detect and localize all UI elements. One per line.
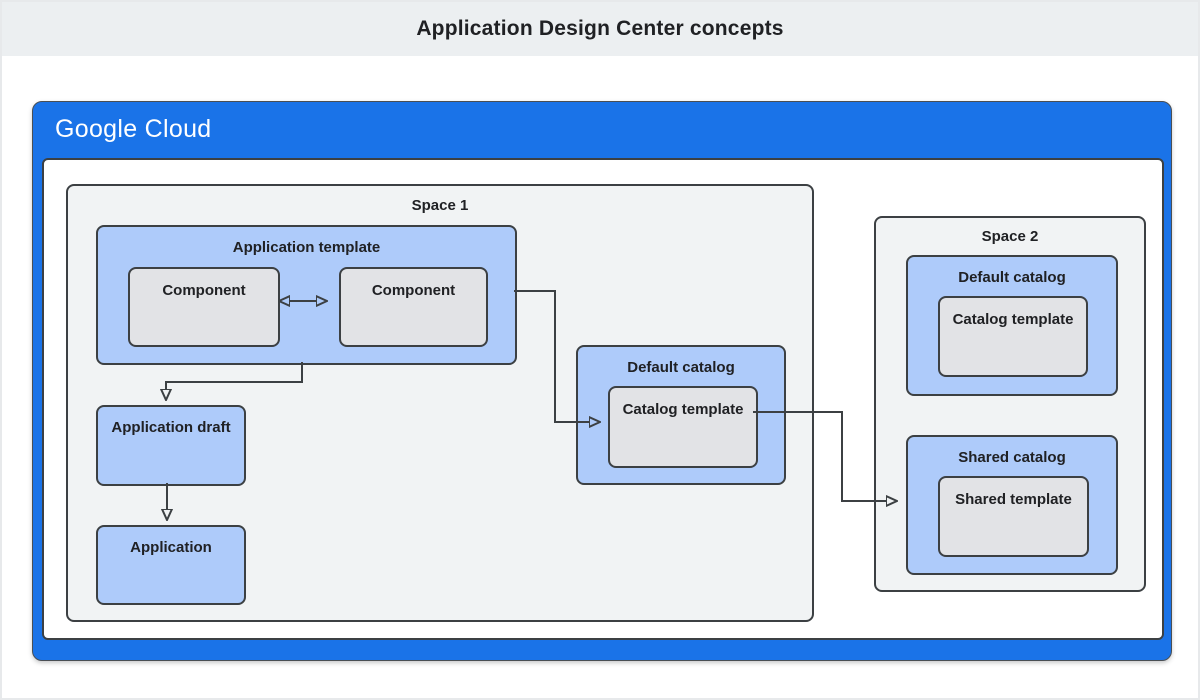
application-box: Application — [96, 525, 246, 605]
component-right-box: Component — [339, 267, 488, 347]
space1-catalog-template-box: Catalog template — [608, 386, 758, 468]
space2-catalog-template-label: Catalog template — [952, 311, 1074, 328]
shared-catalog-box: Shared catalog Shared template — [906, 435, 1118, 575]
component-right-label: Component — [371, 282, 456, 299]
space2-catalog-template-box: Catalog template — [938, 296, 1088, 377]
space2-default-catalog-label: Default catalog — [958, 269, 1066, 286]
shared-template-box: Shared template — [938, 476, 1089, 557]
google-cloud-frame: Google Cloud Space 1 Application templat… — [32, 101, 1172, 661]
project-panel: Space 1 Application template Component C… — [42, 158, 1164, 640]
application-template-label: Application template — [232, 239, 381, 256]
space1-box: Space 1 Application template Component C… — [66, 184, 814, 622]
space1-label: Space 1 — [411, 197, 469, 214]
application-draft-box: Application draft — [96, 405, 246, 486]
page-title: Application Design Center concepts — [416, 17, 784, 40]
space1-default-catalog-label: Default catalog — [627, 359, 735, 376]
space2-default-catalog-box: Default catalog Catalog template — [906, 255, 1118, 396]
application-draft-label: Application draft — [111, 419, 231, 436]
shared-catalog-label: Shared catalog — [958, 449, 1066, 466]
component-left-label: Component — [162, 282, 246, 299]
shared-template-label: Shared template — [955, 491, 1072, 508]
title-band: Application Design Center concepts — [2, 2, 1198, 56]
space2-box: Space 2 Default catalog Catalog template… — [874, 216, 1146, 592]
application-label: Application — [130, 539, 212, 556]
space1-default-catalog-box: Default catalog Catalog template — [576, 345, 786, 485]
application-template-box: Application template Component Component — [96, 225, 517, 365]
component-left-box: Component — [128, 267, 280, 347]
google-cloud-logo: Google Cloud — [55, 115, 212, 143]
space1-catalog-template-label: Catalog template — [622, 401, 744, 418]
space2-label: Space 2 — [981, 228, 1039, 245]
